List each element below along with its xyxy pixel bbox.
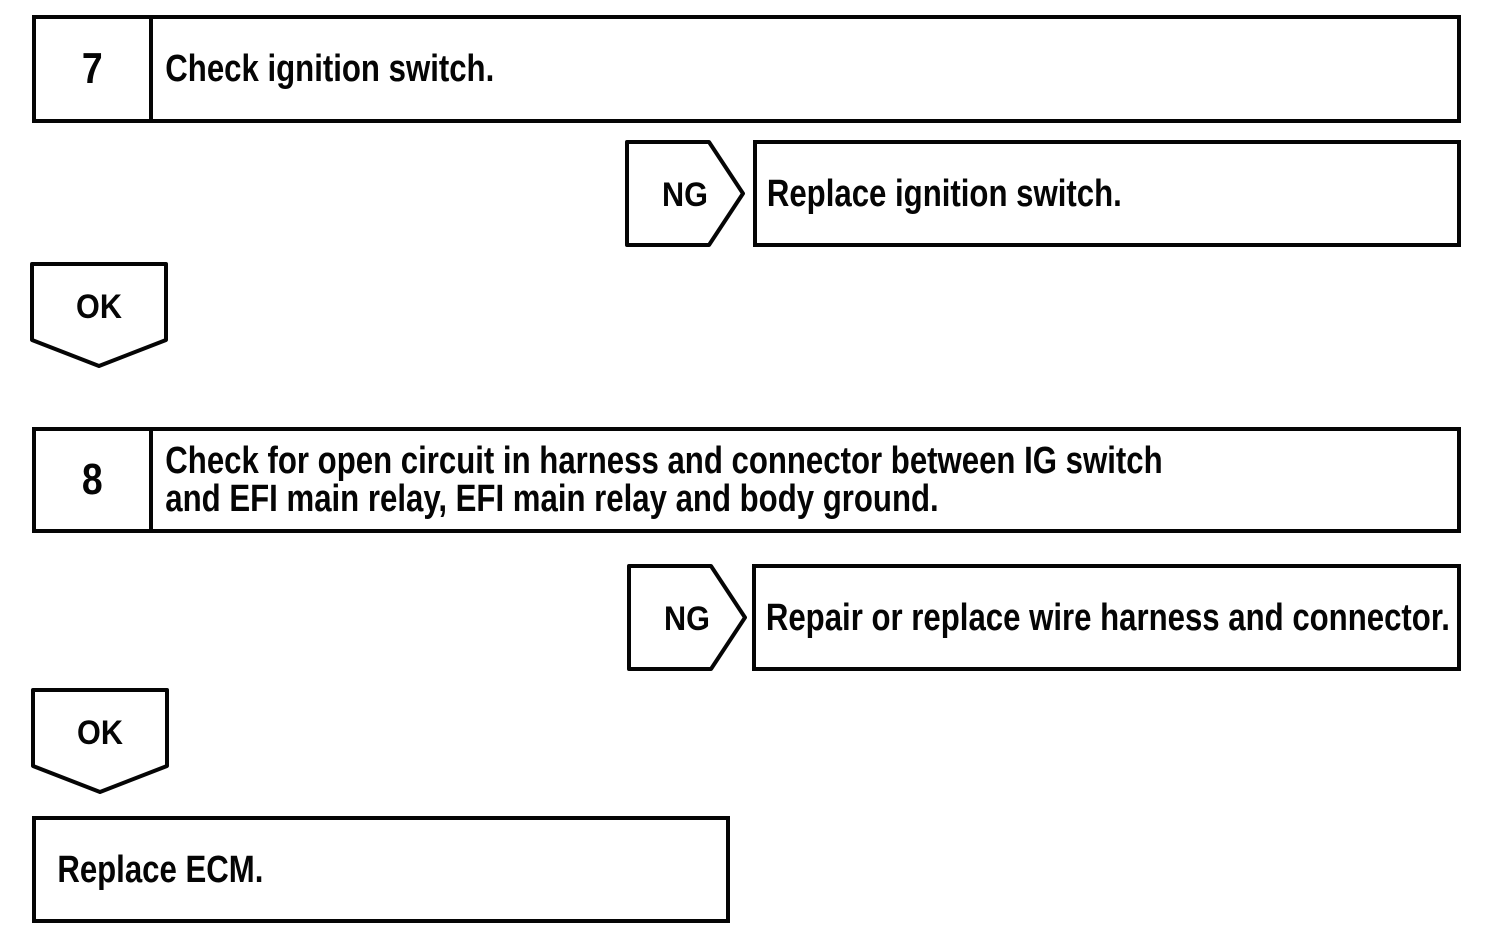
final-action: Replace ECM. [57,848,264,891]
step-8-ng-action-box: Repair or replace wire harness and conne… [752,564,1461,671]
ok-pentagon-icon [30,262,168,368]
step-8-ng-action: Repair or replace wire harness and conne… [765,596,1450,639]
step-7-ok-label: OK [76,288,122,326]
step-7-ok-arrow: OK [30,262,168,368]
step-7-ng-label: NG [662,176,708,214]
step-8-box: 8 Check for open circuit in harness and … [32,427,1461,533]
ng-pentagon-icon [625,140,745,247]
step-8-ng-label: NG [664,600,710,638]
step-7-description: Check ignition switch. [165,48,495,90]
step-8-ok-arrow: OK [31,688,169,794]
step-7-number: 7 [82,44,103,93]
step-8-number-cell: 8 [36,431,153,529]
step-8-description: Check for open circuit in harness and co… [165,440,1163,520]
step-8-number: 8 [82,455,103,504]
step-7-ng-action-box: Replace ignition switch. [753,140,1461,247]
step-7-box: 7 Check ignition switch. [32,15,1461,123]
step-8-ng-arrow: NG [627,564,747,671]
step-8-description-cell: Check for open circuit in harness and co… [153,431,1457,529]
step-7-ng-arrow: NG [625,140,745,247]
ng-pentagon-icon [627,564,747,671]
step-7-description-cell: Check ignition switch. [153,19,1457,119]
final-action-box: Replace ECM. [32,816,730,923]
step-8-ok-label: OK [77,714,123,752]
step-7-ng-action: Replace ignition switch. [766,172,1122,215]
ok-pentagon-icon [31,688,169,794]
step-7-number-cell: 7 [36,19,153,119]
